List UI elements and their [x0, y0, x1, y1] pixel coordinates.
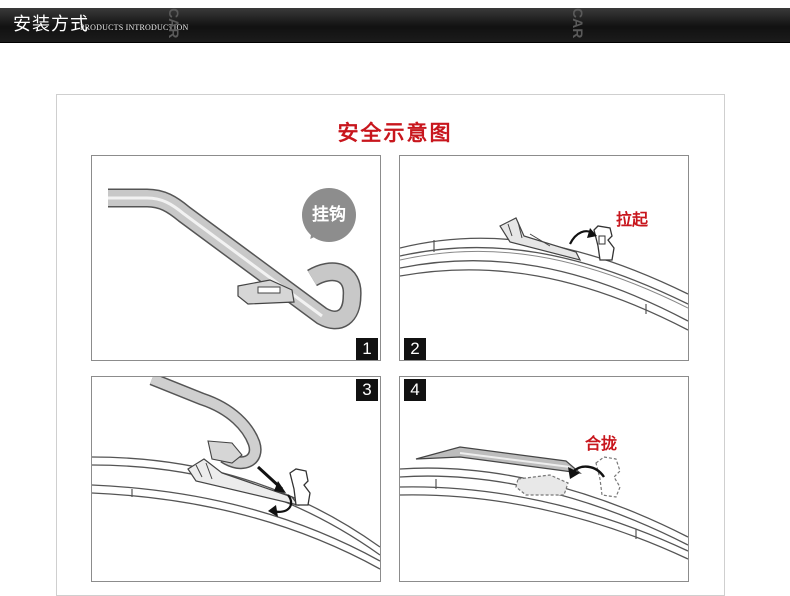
step-panel-1: 1 [91, 155, 381, 361]
label-close: 合拢 [585, 434, 618, 453]
header-bar: 安装方式 PRODUCTS INTRODUCTION CAR CAR [0, 8, 790, 43]
step-panel-4: 4 [399, 376, 689, 582]
step-number-1: 1 [356, 338, 378, 360]
header-title: 安装方式 [13, 14, 89, 35]
step-panel-2: 2 [399, 155, 689, 361]
hook-arm-illustration [108, 188, 362, 330]
wiper-close-illustration [400, 446, 688, 560]
step-number-4: 4 [404, 379, 426, 401]
header-subtitle: PRODUCTS INTRODUCTION [80, 23, 189, 32]
step-number-3: 3 [356, 379, 378, 401]
diagram-heading: 安全示意图 [337, 121, 453, 145]
step-number-2: 2 [404, 338, 426, 360]
step-panel-3: 3 [91, 376, 381, 582]
insert-arm-illustration [92, 377, 380, 570]
header-watermark-left: CAR [168, 8, 180, 39]
label-pull-up: 拉起 [616, 210, 649, 229]
label-bubble-hook: 挂钩 [302, 188, 356, 242]
wiper-pull-illustration [400, 217, 688, 331]
header-watermark-right: CAR [572, 8, 584, 39]
